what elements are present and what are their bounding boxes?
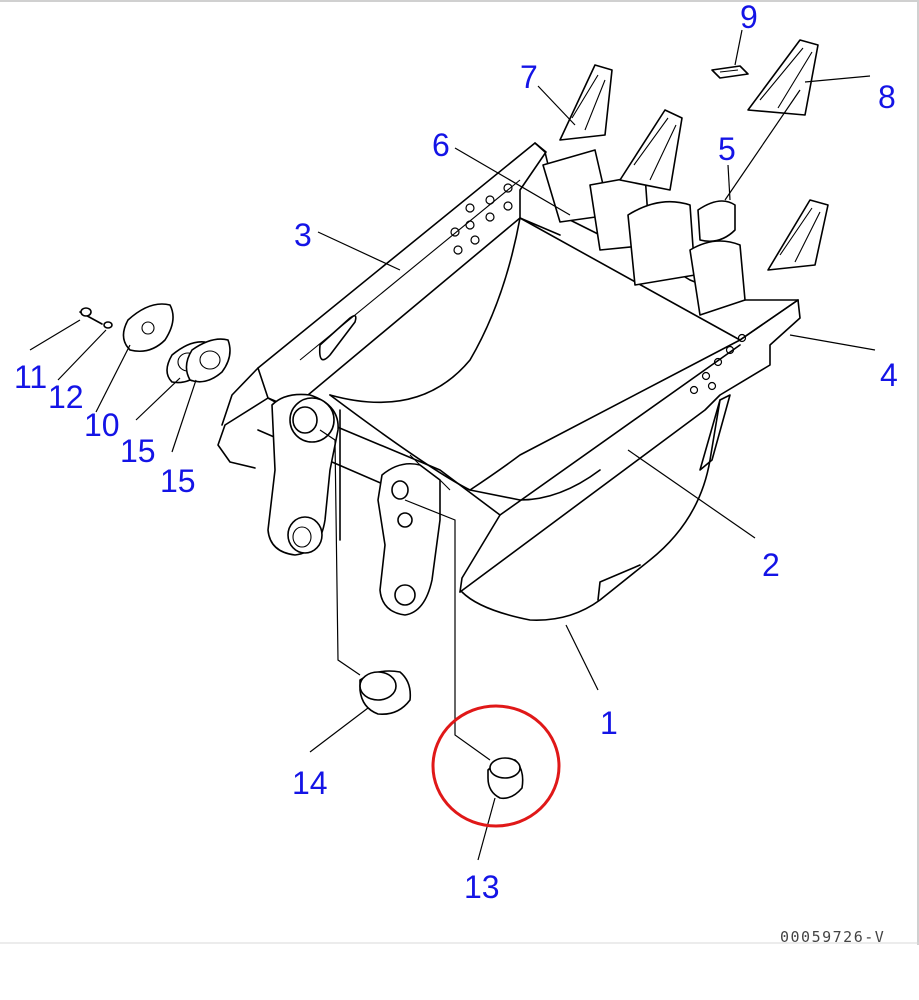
callout-15a: 15 xyxy=(120,433,156,469)
reference-code: 00059726-V xyxy=(780,928,885,946)
highlight-circle xyxy=(431,704,561,828)
callout-14: 14 xyxy=(292,765,328,801)
callout-7: 7 xyxy=(520,59,538,95)
callout-6: 6 xyxy=(432,127,450,163)
leader-lines xyxy=(29,29,876,861)
callout-10: 10 xyxy=(84,407,120,443)
callout-1: 1 xyxy=(600,705,618,741)
callout-4: 4 xyxy=(880,357,898,393)
callout-5: 5 xyxy=(718,131,736,167)
callout-9: 9 xyxy=(740,0,758,35)
callout-13: 13 xyxy=(464,869,500,905)
callout-11: 11 xyxy=(14,359,47,395)
callout-12: 12 xyxy=(48,379,84,415)
callout-2: 2 xyxy=(762,547,780,583)
callout-8: 8 xyxy=(878,79,896,115)
bucket-drawing xyxy=(79,39,829,800)
callout-15b: 15 xyxy=(160,463,196,499)
callouts: 1 2 3 4 5 6 7 8 9 10 11 12 13 14 15 15 xyxy=(14,0,898,905)
callout-3: 3 xyxy=(294,217,312,253)
